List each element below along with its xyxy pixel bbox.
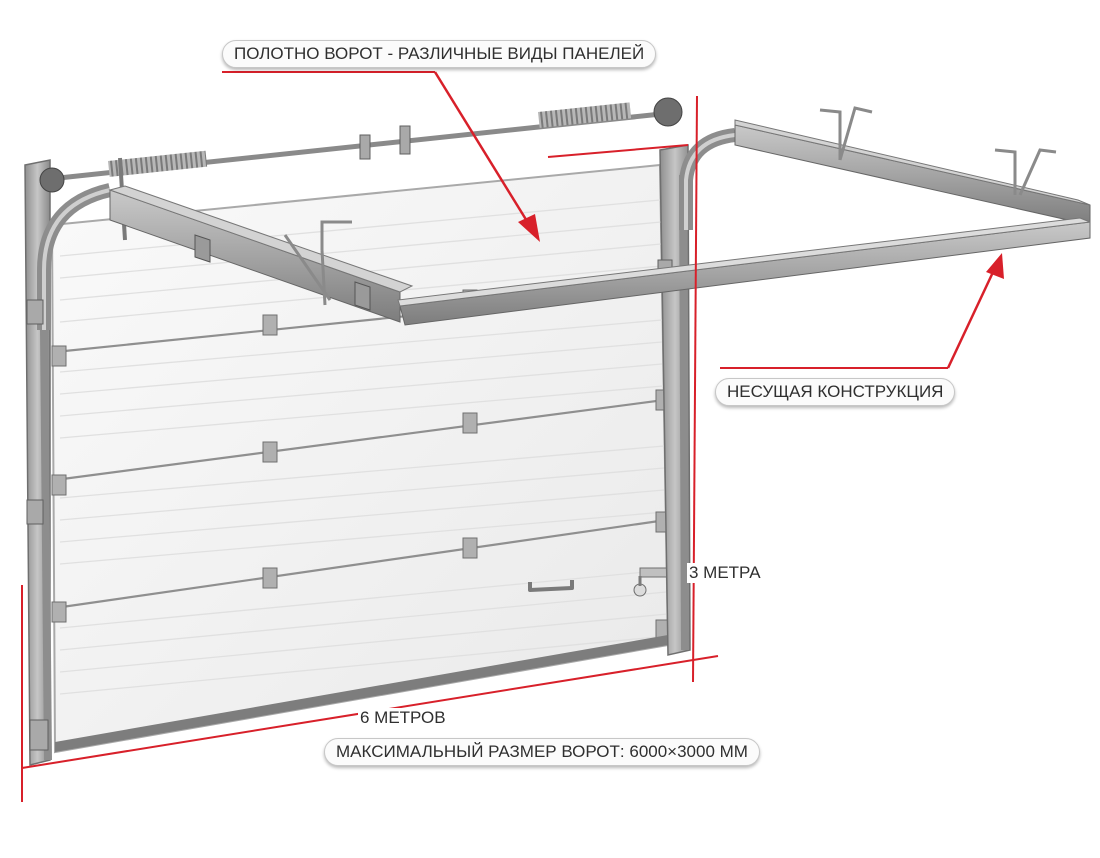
door-leaf xyxy=(50,163,671,754)
door-handle xyxy=(528,580,574,592)
structure-arrow-line xyxy=(946,269,996,369)
ceiling-hangers xyxy=(283,106,1057,306)
callout-max-size: МАКСИМАЛЬНЫЙ РАЗМЕР ВОРОТ: 6000×3000 ММ xyxy=(324,738,760,766)
top-horizontal-frame xyxy=(108,119,1091,326)
panels-arrow-head xyxy=(518,214,540,242)
height-label: 3 МЕТРА xyxy=(687,563,763,583)
left-brackets xyxy=(26,299,49,751)
height-dimension-line xyxy=(692,95,698,683)
panels-arrow-line xyxy=(433,71,532,227)
structure-arrow-head xyxy=(986,253,1004,279)
left-frame xyxy=(24,159,112,766)
callout-panels: ПОЛОТНО ВОРОТ - РАЗЛИЧНЫЕ ВИДЫ ПАНЕЛЕЙ xyxy=(222,40,657,68)
width-label: 6 МЕТРОВ xyxy=(358,708,448,728)
left-spring xyxy=(107,150,208,177)
right-spring xyxy=(538,102,632,128)
callout-structure: НЕСУЩАЯ КОНСТРУКЦИЯ xyxy=(715,378,956,406)
panels-extension-line xyxy=(547,144,689,158)
dimension-lines xyxy=(21,71,1004,802)
torsion-shaft xyxy=(39,97,683,241)
shaft-brackets xyxy=(359,125,411,160)
cable-drums xyxy=(39,97,683,193)
